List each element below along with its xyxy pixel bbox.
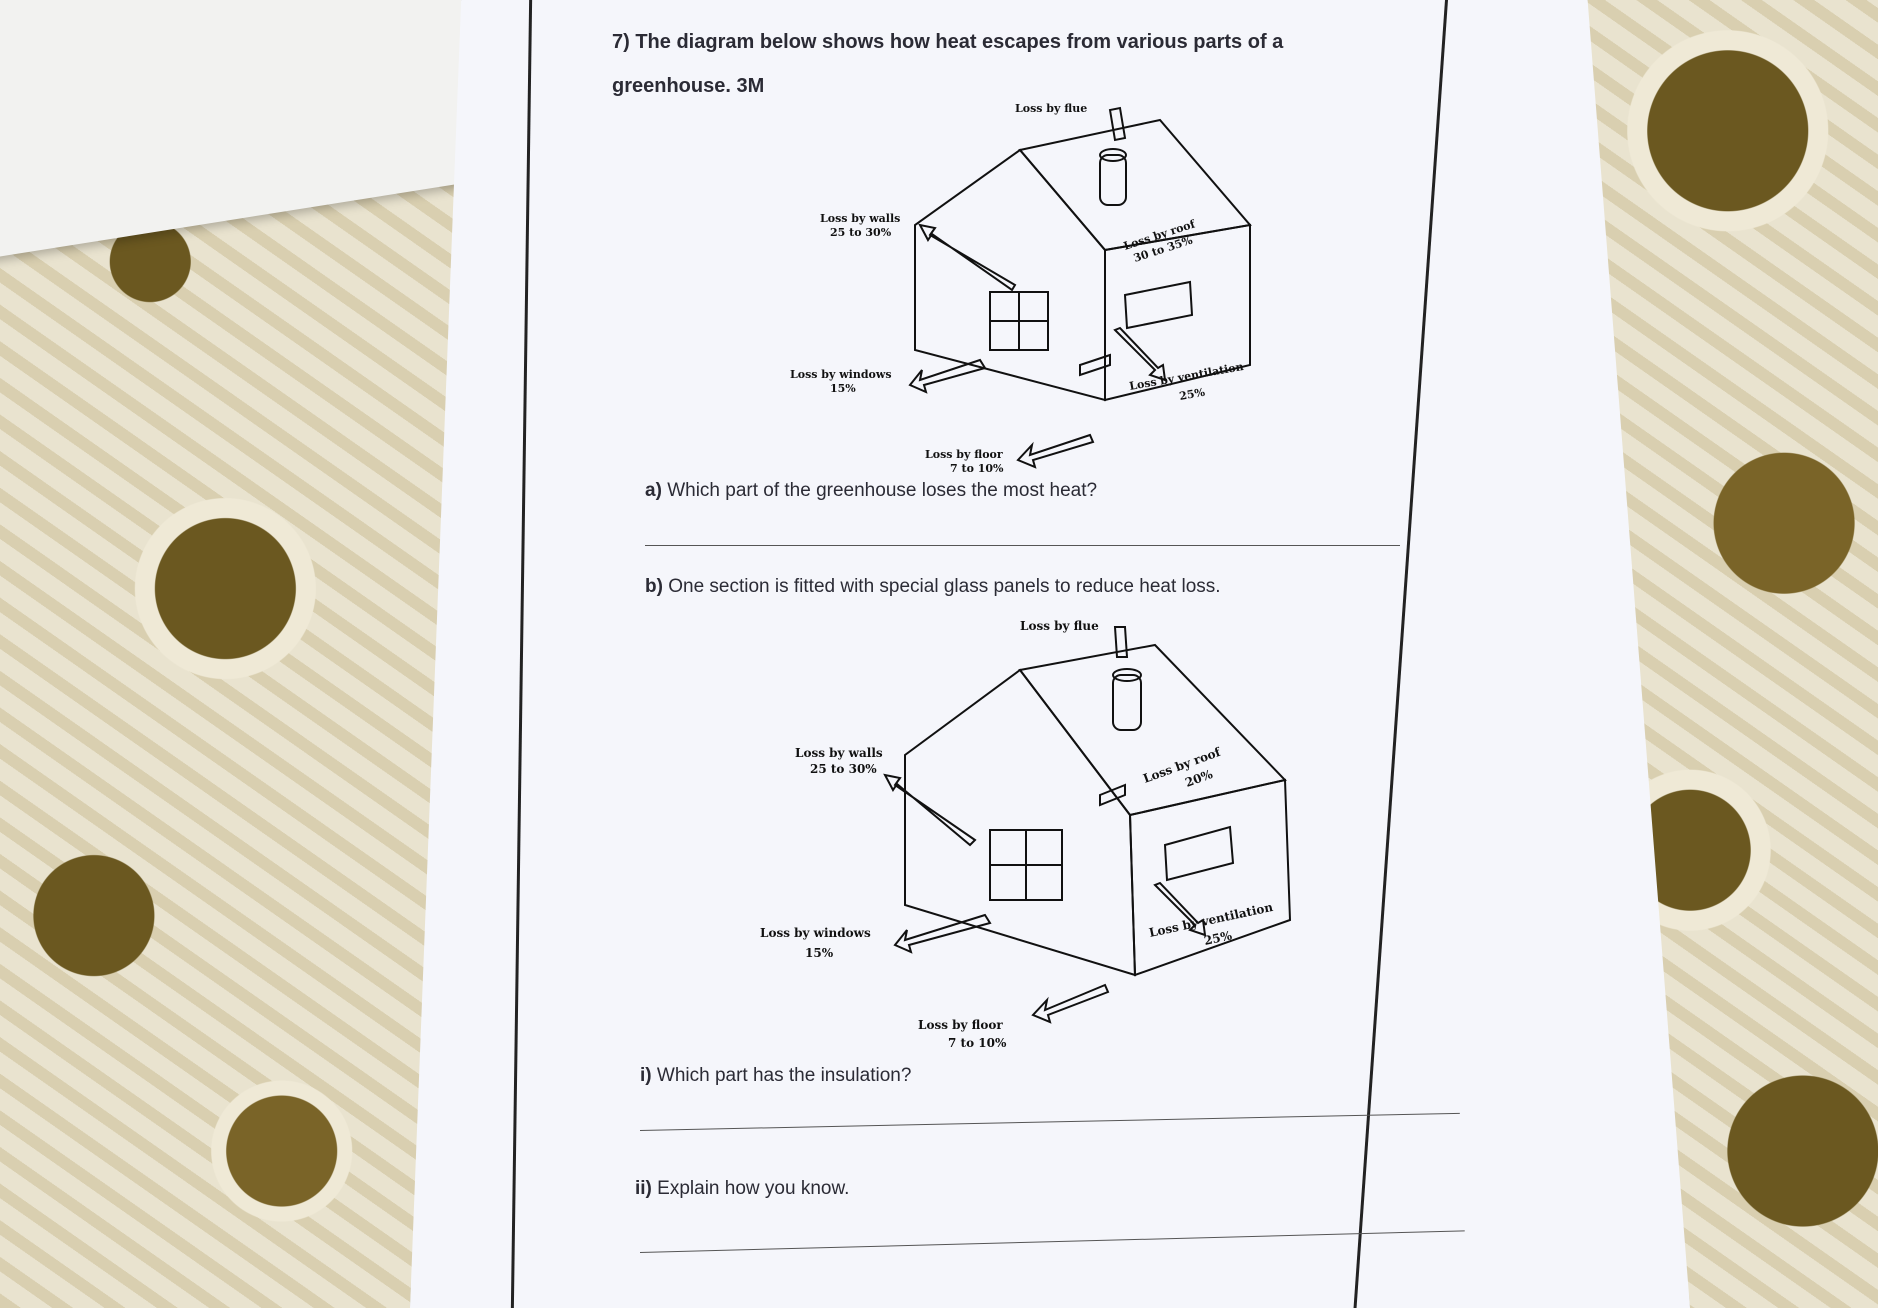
house-front-wall [914, 148, 1106, 402]
part-a: a) Which part of the greenhouse loses th… [645, 480, 1098, 501]
part-b-i-text: Which part has the insulation? [656, 1065, 912, 1086]
greenhouse-diagram-2: Loss by flue Loss by walls 25 to 30% Los… [755, 615, 1315, 1055]
walls-percent: 25 to 30% [810, 762, 877, 776]
greenhouse-diagram-1: Loss by flue Loss by walls 25 to 30% Los… [780, 100, 1280, 480]
walls-label: Loss by walls [820, 212, 900, 225]
windows-percent: 15% [830, 382, 856, 395]
floor-percent: 7 to 10% [948, 1036, 1007, 1050]
windows-arrow [908, 358, 987, 394]
roof-arrow [1079, 353, 1111, 377]
flue-label: Loss by flue [1020, 619, 1099, 633]
floor-label: Loss by floor [925, 448, 1003, 461]
ventilation-arrow [1113, 326, 1167, 382]
walls-arrow [918, 223, 1017, 292]
walls-arrow [883, 773, 977, 847]
answer-line-a[interactable] [645, 545, 1400, 546]
house-roof [1018, 643, 1287, 817]
worksheet-page [410, 0, 1690, 1308]
floor-arrow [1031, 983, 1110, 1024]
flue-chimney [1112, 674, 1142, 731]
vent [1163, 825, 1235, 882]
flue-label: Loss by flue [1015, 102, 1087, 115]
part-b-ii-text: Explain how you know. [657, 1178, 850, 1199]
ventilation-percent: 25% [1203, 928, 1234, 948]
ventilation-percent: 25% [1178, 386, 1206, 403]
part-b-text: One section is fitted with special glass… [668, 576, 1221, 597]
part-b: b) One section is fitted with special gl… [645, 576, 1221, 597]
flue-arrow [1108, 106, 1127, 142]
flue-arrow [1113, 626, 1129, 658]
floor-percent: 7 to 10% [950, 462, 1004, 475]
windows-percent: 15% [805, 946, 834, 960]
part-b-ii: ii) Explain how you know. [635, 1178, 850, 1199]
part-a-text: Which part of the greenhouse loses the m… [667, 480, 1098, 501]
vent [1123, 280, 1194, 330]
floor-arrow [1016, 433, 1095, 469]
house-roof [1018, 118, 1252, 252]
windows-label: Loss by windows [790, 368, 892, 381]
flue-chimney [1099, 154, 1127, 206]
part-b-i: i) Which part has the insulation? [640, 1065, 912, 1086]
walls-label: Loss by walls [795, 746, 883, 760]
windows-arrow [893, 913, 992, 954]
question-title: 7) The diagram below shows how heat esca… [612, 31, 1284, 97]
ventilation-arrow [1153, 881, 1207, 937]
walls-percent: 25 to 30% [830, 226, 892, 239]
floor-label: Loss by floor [918, 1018, 1003, 1032]
roof-arrow [1099, 783, 1126, 807]
windows-label: Loss by windows [760, 926, 871, 940]
